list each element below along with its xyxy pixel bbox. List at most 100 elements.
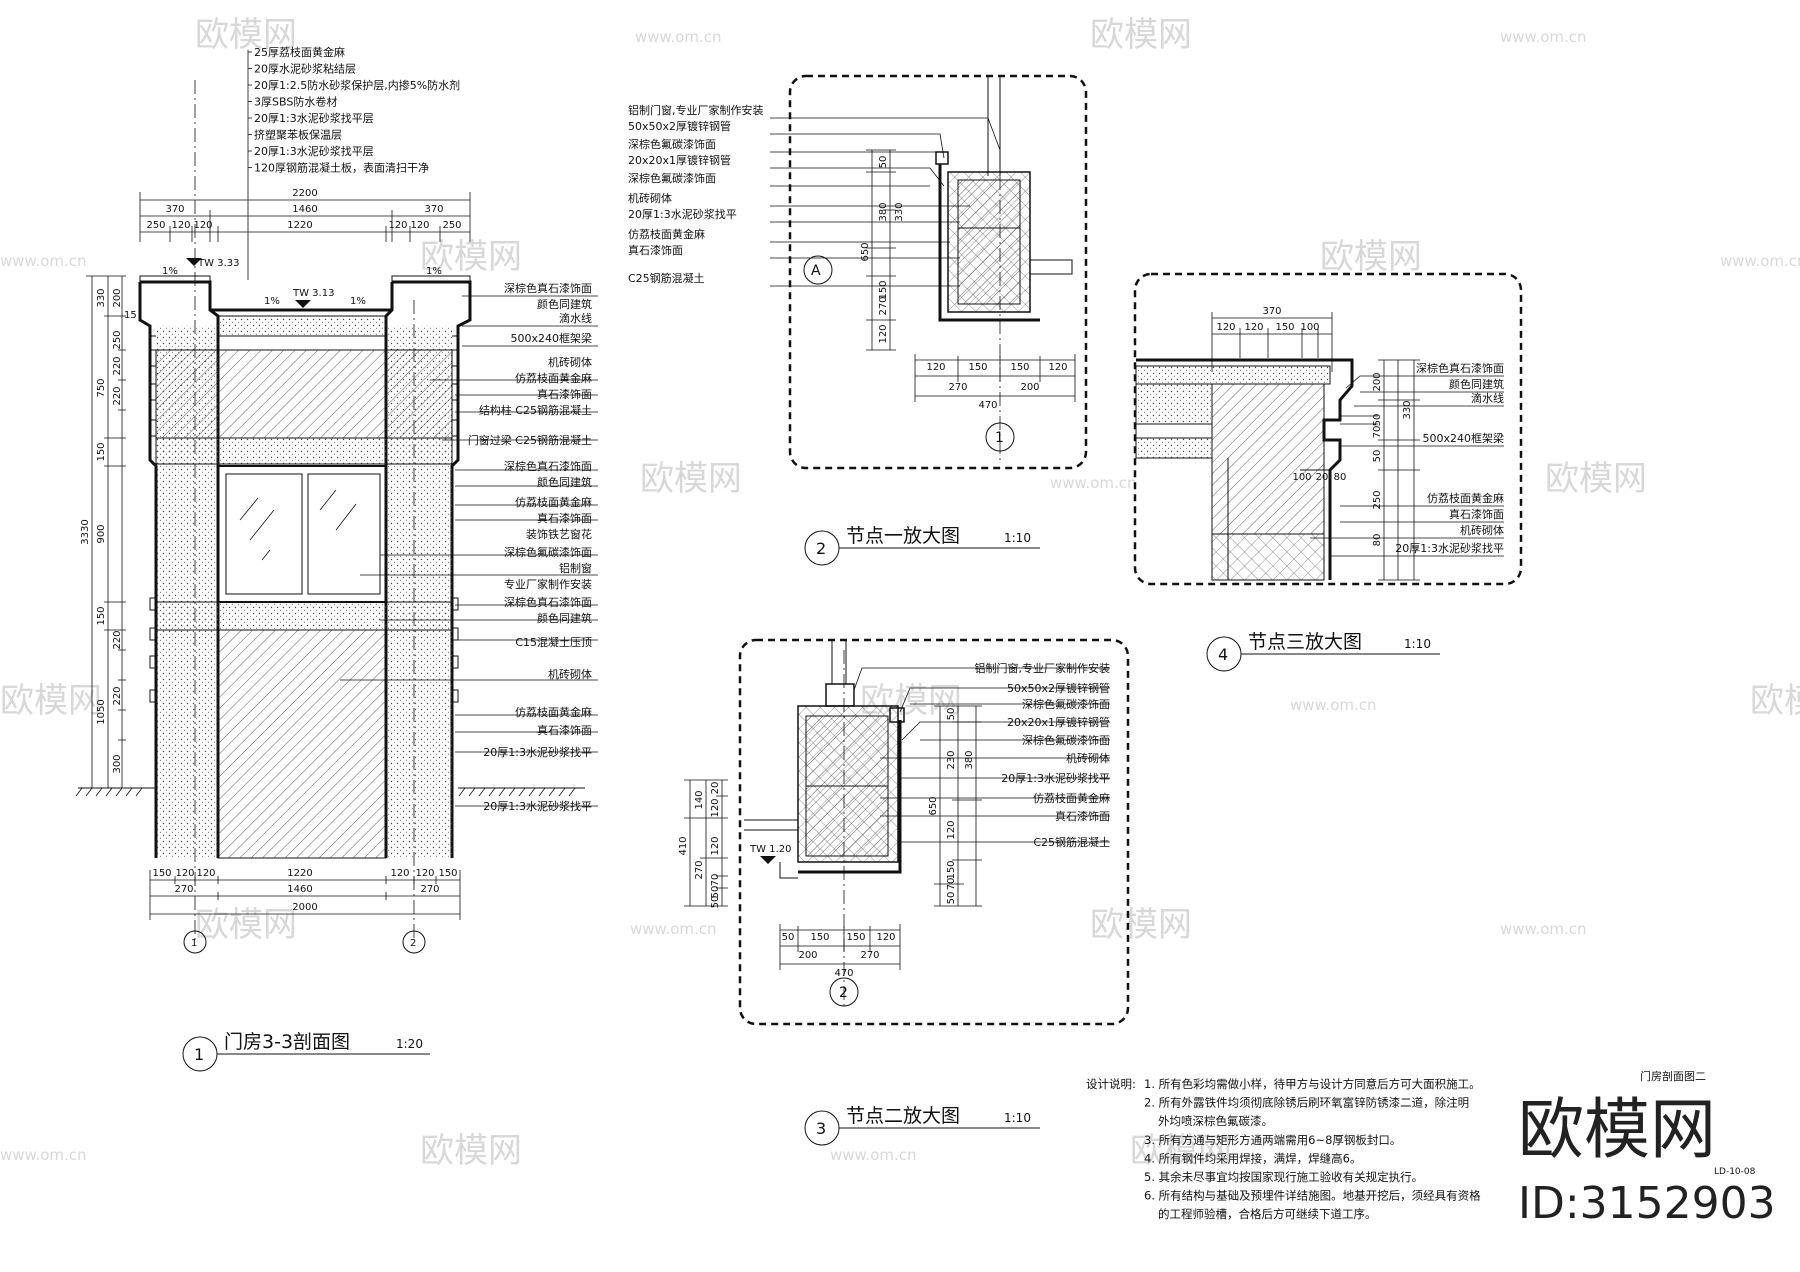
note-line: 1. 所有色彩均需做小样，待甲方与设计方同意后方可大面积施工。: [1144, 1077, 1481, 1091]
slope-label: 1%: [264, 296, 280, 307]
note-line: 的工程师验槽，合格后方可继续下道工序。: [1158, 1207, 1377, 1221]
callout-label: 20厚1:3水泥砂浆找平: [483, 799, 592, 813]
callout-label: 真石漆饰面: [537, 723, 592, 737]
dimension-value: 250: [1372, 490, 1383, 509]
dimension-value: 1460: [287, 884, 312, 895]
axis-label: 2: [839, 985, 848, 1001]
dimension-value: 150: [1275, 322, 1294, 333]
dimension-value: 200: [798, 950, 817, 961]
dimension-value: 150: [946, 860, 957, 879]
slope-label: 1%: [162, 266, 178, 277]
dimension-value: 270: [948, 382, 967, 393]
node3-detail: 深棕色真石漆饰面颜色同建筑滴水线500x240框架梁仿荔枝面黄金麻真石漆饰面机砖…: [1133, 272, 1523, 586]
dimension-value: 900: [96, 524, 107, 543]
brand-logo-text: 欧模网: [1518, 1091, 1716, 1168]
dimension-value: 1220: [287, 868, 312, 879]
watermark-site: www.om.cn: [0, 252, 87, 270]
title-node2: 3 节点二放大图 1:10: [804, 1105, 1040, 1146]
callout-label: 50x50x2厚镀锌钢管: [628, 119, 731, 133]
dimension-value: 80: [1334, 472, 1347, 483]
dimension-value: 150: [152, 868, 171, 879]
dimension-value: 120: [926, 362, 945, 373]
dimension-value: 50: [782, 932, 795, 943]
dimension-value: 470: [834, 968, 853, 979]
dimension-value: 1220: [287, 220, 312, 231]
callout-label: 20厚1:3水泥砂浆找平: [1395, 541, 1504, 555]
notes-lines: 1. 所有色彩均需做小样，待甲方与设计方同意后方可大面积施工。2. 所有外露铁件…: [1144, 1077, 1481, 1221]
callout-label: 门窗过梁 C25钢筋混凝土: [468, 433, 592, 447]
dimension-value: 70: [710, 874, 721, 887]
callout-label: 仿荔枝面黄金麻: [628, 227, 705, 241]
dimension-value: 270: [174, 884, 193, 895]
dimension-value: 270: [860, 950, 879, 961]
watermark-site: www.om.cn: [630, 920, 717, 938]
callout-label: 机砖砌体: [548, 667, 592, 681]
dimension-value: 50: [1372, 450, 1383, 463]
dimension-value: 120: [410, 220, 429, 231]
callout-label: 颜色同建筑: [1449, 377, 1504, 391]
dimension-value: 100: [1292, 472, 1311, 483]
callout-label: 深棕色氟碳漆饰面: [1022, 733, 1110, 747]
dimension-value: 50: [946, 708, 957, 721]
dimension-value: 750: [96, 378, 107, 397]
slope-label: 1%: [426, 266, 442, 277]
level-mark: TW 3.13: [292, 288, 334, 299]
title-name: 节点一放大图: [846, 525, 960, 547]
dimension-value: 120: [1048, 362, 1067, 373]
watermark-brand: 欧模网: [1750, 681, 1800, 721]
dimension-value: 150: [878, 280, 889, 299]
callout-label: C15混凝土压顶: [515, 635, 592, 649]
title-name: 节点二放大图: [846, 1105, 960, 1127]
callout-label: 仿荔枝面黄金麻: [1033, 791, 1110, 805]
roof-layer-label: 20厚1:2.5防水砂浆保护层,内掺5%防水剂: [254, 78, 460, 92]
dimension-value: 220: [112, 386, 123, 405]
sheet-name: 门房剖面图二: [1640, 1069, 1706, 1083]
node2-labels: 铝制门窗,专业厂家制作安装50x50x2厚镀锌钢管深棕色氟碳漆饰面20x20x1…: [975, 661, 1111, 849]
dimension-value: 120: [1244, 322, 1263, 333]
callout-label: 深棕色真石漆饰面: [504, 595, 592, 609]
dimension-value: 650: [860, 242, 871, 261]
title-number: 1: [194, 1045, 204, 1064]
dimension-value: 150: [968, 362, 987, 373]
callout-label: 20x20x1厚镀锌钢管: [1007, 715, 1110, 729]
dimension-value: 250: [146, 220, 165, 231]
dimension-value: 230: [946, 750, 957, 769]
title-section: 1 门房3-3剖面图 1:20: [182, 1031, 430, 1072]
watermark-brand: 欧模网: [420, 1131, 522, 1171]
axis-label: 1: [191, 938, 197, 949]
dimension-value: 380: [964, 750, 975, 769]
dimension-value: 150: [96, 606, 107, 625]
callout-label: C25钢筋混凝土: [628, 271, 705, 285]
section-right-leaders: [340, 295, 598, 807]
dimension-value: 120: [710, 836, 721, 855]
callout-label: 深棕色真石漆饰面: [504, 459, 592, 473]
dimension-value: 300: [112, 754, 123, 773]
section-drawing: 1 2 TW 3.33 TW 3.13 1% 1% 1% 1% 15 25厚荔枝…: [75, 45, 598, 954]
sheet-code: LD-10-08: [1714, 1167, 1756, 1177]
dimension-value: 250: [112, 330, 123, 349]
callout-label: 深棕色真石漆饰面: [504, 281, 592, 295]
dimension-value: 120: [946, 820, 957, 839]
dimension-value: 120: [415, 868, 434, 879]
dimension-value: 20: [1316, 472, 1329, 483]
dimension-value: 70: [1372, 426, 1383, 439]
callout-label: 颜色同建筑: [537, 611, 592, 625]
callout-label: 500x240框架梁: [1422, 431, 1504, 445]
level-mark: TW 1.20: [749, 844, 791, 855]
roof-layer-label: 挤塑聚苯板保温层: [254, 128, 342, 142]
dimension-value: 250: [442, 220, 461, 231]
dimension-value: 150: [846, 932, 865, 943]
slope-label: 1%: [350, 296, 366, 307]
dimension-value: 20: [710, 782, 721, 795]
title-number: 2: [816, 539, 826, 558]
watermark-brand: 欧模网: [195, 15, 297, 55]
axis-label: 1: [995, 430, 1004, 446]
dimension-value: 200: [1372, 372, 1383, 391]
watermark-brand: 欧模网: [420, 237, 522, 277]
dimension-value: 120: [193, 220, 212, 231]
watermark-layer: 欧模网 www.om.cn 欧模网 www.om.cn www.om.cn 欧模…: [0, 15, 1800, 1171]
dimension-value: 50: [878, 156, 889, 169]
